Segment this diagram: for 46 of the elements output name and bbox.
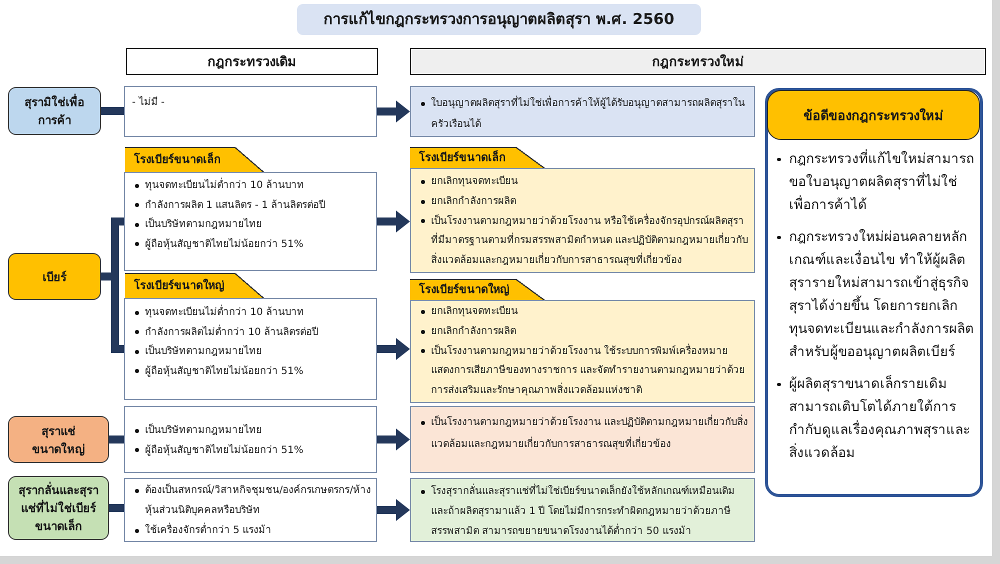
bullet-point: ยกเลิกทุนจดทะเบียน: [418, 172, 751, 192]
tab-heading: โรงเบียร์ขนาดใหญ่: [125, 273, 265, 299]
bullet-point: เป็นบริษัทตามกฎหมายไทย: [132, 421, 373, 440]
bullet-point: กำลังการผลิต 1 แสนลิตร - 1 ล้านลิตรต่อปี: [132, 196, 373, 215]
bullet-point: ผู้ถือหุ้นสัญชาติไทยไม่น้อยกว่า 51%: [132, 234, 373, 254]
box-text: - ไม่มี -: [132, 95, 166, 110]
bullet-point: ยกเลิกทุนจดทะเบียน: [418, 302, 751, 322]
arrow: [377, 499, 410, 521]
bullet-point: เป็นโรงงานตามกฎหมายว่าด้วยโรงงาน หรือใช้เครื่องจักรอุปกรณ์ผลิตสุราที่มีมาตรฐานตามที่กรมสรรพสามิตกำหนด และปฏิบัติตามกฎหมายเกี่ยวกับสิ่งแวดล้อมและกฎหมายเกี่ยวกับการสาธารณสุขที่เกี่ยวข้อง: [418, 212, 751, 271]
bullet-point: เป็นบริษัทตามกฎหมายไทย: [132, 342, 373, 362]
bullet-point: กฎกระทรวงใหม่ผ่อนคลายหลักเกณฑ์และเงื่อนไข ทำให้ผู้ผลิตสุรารายใหม่สามารถเข้าสู่ธุรกิจสุราได้ง่ายขึ้น โดยการยกเลิกทุนจดทะเบียนและกำลังการผลิตสำหรับผู้ขออนุญาตผลิตเบียร์: [775, 226, 974, 364]
connector-line: [109, 436, 124, 444]
tab-heading: โรงเบียร์ขนาดเล็ก: [410, 147, 546, 169]
bullet-point: ยกเลิกกำลังการผลิต: [418, 192, 751, 212]
category-box: เบียร์: [8, 253, 101, 300]
bullet-point: ต้องเป็นสหกรณ์/วิสาหกิจชุมชน/องค์กรเกษตรกร/ห้างหุ้นส่วนนิติบุคคลหรือบริษัท: [132, 481, 373, 521]
category-box: สุรากลั่นและสุราแช่ที่ไม่ใช่เบียร์ขนาดเล็ก: [8, 476, 109, 540]
connector-line: [109, 504, 124, 512]
bullet-point: ผู้ผลิตสุราขนาดเล็กรายเดิมสามารถเติบโตได้ภายใต้การกำกับดูแลเรื่องคุณภาพสุราและสิ่งแวดล้อม: [775, 373, 974, 465]
bullet-point: ผู้ถือหุ้นสัญชาติไทยไม่น้อยกว่า 51%: [132, 362, 373, 381]
tab-heading: โรงเบียร์ขนาดใหญ่: [410, 279, 546, 301]
arrow: [377, 338, 410, 360]
connector-line: [101, 107, 124, 115]
advantages-panel: [765, 88, 983, 497]
bullet-point: ใช้เครื่องจักรต่ำกว่า 5 แรงม้า: [132, 521, 373, 541]
title-banner: การแก้ไขกฎกระทรวงการอนุญาตผลิตสุรา พ.ศ. 2560: [297, 4, 701, 35]
category-box: สุราแช่ขนาดใหญ่: [8, 416, 109, 463]
bullet-point: เป็นโรงงานตามกฎหมายว่าด้วยโรงงาน และปฏิบัติตามกฎหมายเกี่ยวกับสิ่งแวดล้อมและกฎหมายเกี่ยวกับการสาธารณสุขที่เกี่ยวข้อง: [418, 412, 751, 456]
bullet-point: เป็นโรงงานตามกฎหมายว่าด้วยโรงงาน ใช้ระบบการพิมพ์เครื่องหมายแสดงการเสียภาษีของทางราชการ และจัดทำรายงานตามกฎหมายว่าด้วยการส่งเสริมและรักษาคุณภาพสิ่งแวดล้อมแห่งชาติ: [418, 342, 751, 401]
bullet-point: ใบอนุญาตผลิตสุราที่ไม่ใช่เพื่อการค้าให้ผู้ได้รับอนุญาตสามารถผลิตสุราในครัวเรือนได้: [418, 93, 751, 135]
arrow: [377, 210, 410, 232]
bullet-point: ทุนจดทะเบียนไม่ต่ำกว่า 10 ล้านบาท: [132, 176, 373, 196]
panel-header: ข้อดีของกฎกระทรวงใหม่: [767, 90, 980, 140]
category-box: สุรามิใช่เพื่อการค้า: [8, 87, 101, 135]
arrow: [377, 100, 410, 122]
column-header: กฎกระทรวงใหม่: [410, 48, 986, 75]
bullet-point: กำลังการผลิตไม่ต่ำกว่า 10 ล้านลิตรต่อปี: [132, 322, 373, 342]
bullet-point: กฎกระทรวงที่แก้ไขใหม่สามารถขอใบอนุญาตผลิตสุราที่ไม่ใช่เพื่อการค้าได้: [775, 148, 974, 217]
bullet-point: ผู้ถือหุ้นสัญชาติไทยไม่น้อยกว่า 51%: [132, 440, 373, 460]
bullet-point: โรงสุรากลั่นและสุราแช่ที่ไม่ใช่เบียร์ขนาดเล็กยังใช้หลักเกณฑ์เหมือนเดิมและถ้าผลิตสุรามาแล้ว 1 ปี โดยไม่มีการกระทำผิดกฎหมายว่าด้วยภาษีสรรพสามิต สามารถขยายขนาดโรงงานได้ต่ำกว่า 50 แรงม้า: [418, 482, 751, 542]
tab-heading: โรงเบียร์ขนาดเล็ก: [125, 147, 265, 173]
bullet-point: เป็นบริษัทตามกฎหมายไทย: [132, 215, 373, 234]
bullet-point: ยกเลิกกำลังการผลิต: [418, 322, 751, 342]
bullet-point: ทุนจดทะเบียนไม่ต่ำกว่า 10 ล้านบาท: [132, 303, 373, 322]
arrow: [377, 428, 410, 450]
column-header: กฎกระทรวงเดิม: [126, 48, 378, 75]
